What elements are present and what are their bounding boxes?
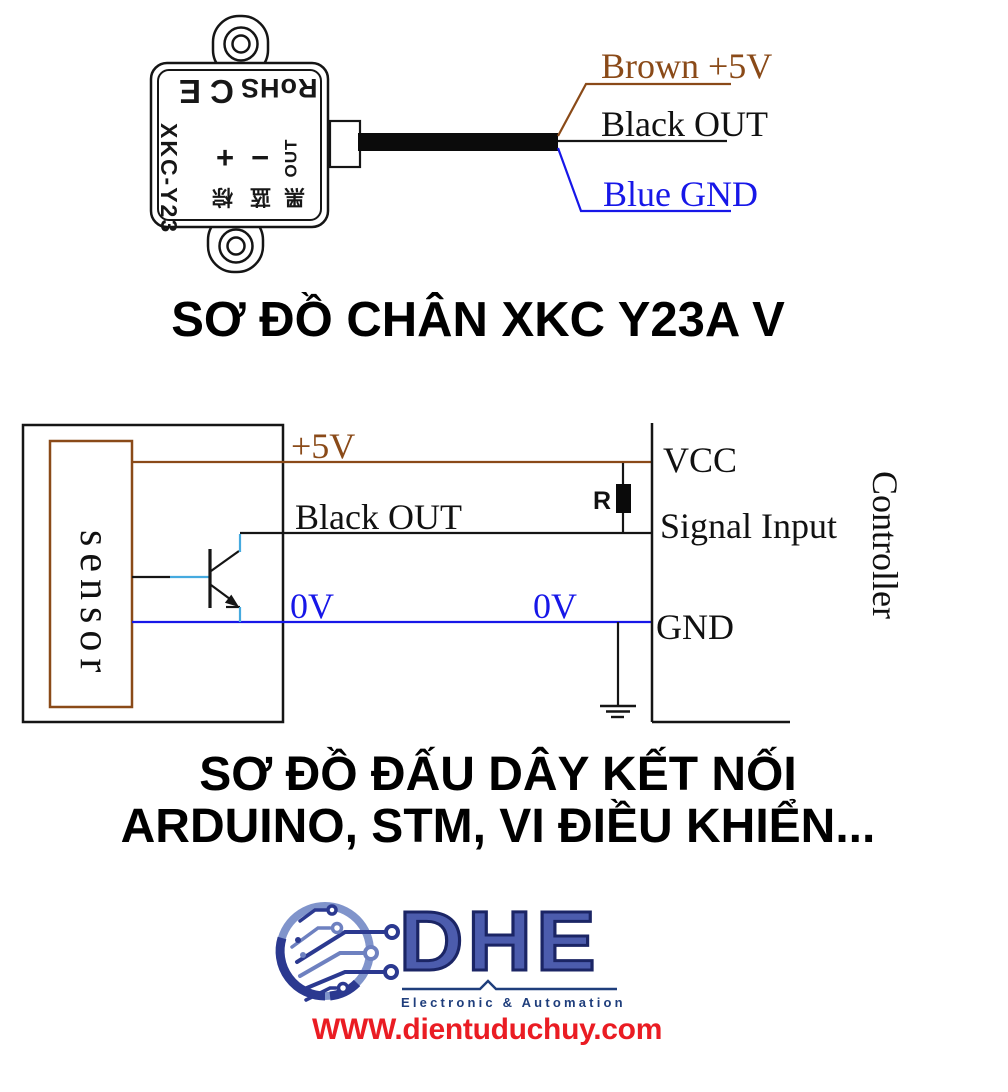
- wiring-title: SƠ ĐỒ ĐẤU DÂY KẾT NỐI ARDUINO, STM, VI Đ…: [0, 749, 1002, 853]
- npn-transistor-icon: [132, 534, 242, 622]
- pinout-wires: [556, 82, 731, 213]
- vcc-pin-label: VCC: [663, 440, 738, 480]
- sensor-box-label: sensor: [71, 530, 117, 680]
- black-wire-label: Black OUT: [601, 104, 768, 144]
- device-cable: [358, 133, 558, 151]
- wiring-title-line2: ARDUINO, STM, VI ĐIỀU KHIỂN...: [120, 800, 876, 853]
- trace-1-node: [384, 924, 400, 940]
- gnd-pin-label: GND: [656, 607, 734, 647]
- plus5v-label: +5V: [291, 426, 356, 466]
- trace-5: [304, 986, 338, 1002]
- trace-4-node: [330, 921, 344, 935]
- trace-1: [295, 930, 386, 964]
- logo-rule: [402, 979, 617, 991]
- logo-tagline: Electronic & Automation: [401, 995, 626, 1010]
- trace-2-node: [363, 945, 379, 961]
- out-pin-label: OUT: [281, 138, 301, 178]
- sensor-device-drawing: [149, 14, 558, 274]
- emblem-dot-2: [300, 952, 306, 958]
- emblem-circuit-traces: [290, 904, 400, 1002]
- device-cable-stub: [328, 119, 362, 169]
- blue-wire-label: Blue GND: [603, 174, 758, 214]
- emblem-dot-1: [295, 937, 301, 943]
- blue-wire-lead: [556, 147, 731, 213]
- plus-pin-label: +: [216, 140, 235, 175]
- cn-blue-char: 蓝: [250, 185, 271, 208]
- signal-input-pin-label: Signal Input: [660, 506, 837, 546]
- cn-black-char: 黑: [284, 185, 305, 208]
- trace-6: [298, 908, 328, 923]
- collector-line: [210, 550, 240, 572]
- zero-volt-right-label: 0V: [533, 586, 577, 626]
- brown-wire-lead: [557, 82, 731, 137]
- website-url: WWW.dientuduchuy.com: [312, 1013, 663, 1046]
- ce-mark: CE: [170, 73, 234, 110]
- dhe-brand-text: DHE: [397, 894, 600, 988]
- dhe-logo-emblem: [275, 902, 617, 1002]
- minus-pin-label: −: [251, 140, 270, 175]
- sensor-box-outline: [48, 439, 134, 709]
- trace-3-node: [383, 964, 399, 980]
- cn-brown-char: 棕: [212, 185, 233, 208]
- device-model-label: XKC-Y23: [156, 123, 182, 235]
- device-body-inner-outline: [157, 69, 322, 221]
- trace-5-node: [336, 981, 350, 995]
- resistor-label: R: [593, 487, 612, 515]
- trace-3: [300, 970, 385, 992]
- device-body-outline: [149, 61, 330, 229]
- controller-label: Controller: [865, 471, 905, 619]
- schematic-drawing: [21, 423, 790, 724]
- emitter-arrowhead: [224, 594, 239, 607]
- wiring-title-line1: SƠ ĐỒ ĐẤU DÂY KẾT NỐI: [199, 748, 797, 801]
- module-outline: [21, 423, 285, 724]
- resistor-icon: [616, 463, 631, 534]
- trace-6-node: [326, 904, 338, 916]
- brown-wire-label: Brown +5V: [601, 46, 773, 86]
- rohs-mark: RoHS: [240, 73, 318, 103]
- device-bottom-hole: [226, 236, 246, 256]
- zero-volt-left-label: 0V: [290, 586, 334, 626]
- controller-outline: [650, 423, 790, 724]
- trace-2: [298, 951, 365, 978]
- resistor-body: [616, 484, 631, 513]
- logo-underline: [402, 979, 617, 991]
- earth-ground-icon: [600, 622, 636, 719]
- device-top-hole: [231, 34, 251, 54]
- black-out-label: Black OUT: [295, 497, 462, 537]
- pinout-title: SƠ ĐỒ CHÂN XKC Y23A V: [171, 293, 785, 347]
